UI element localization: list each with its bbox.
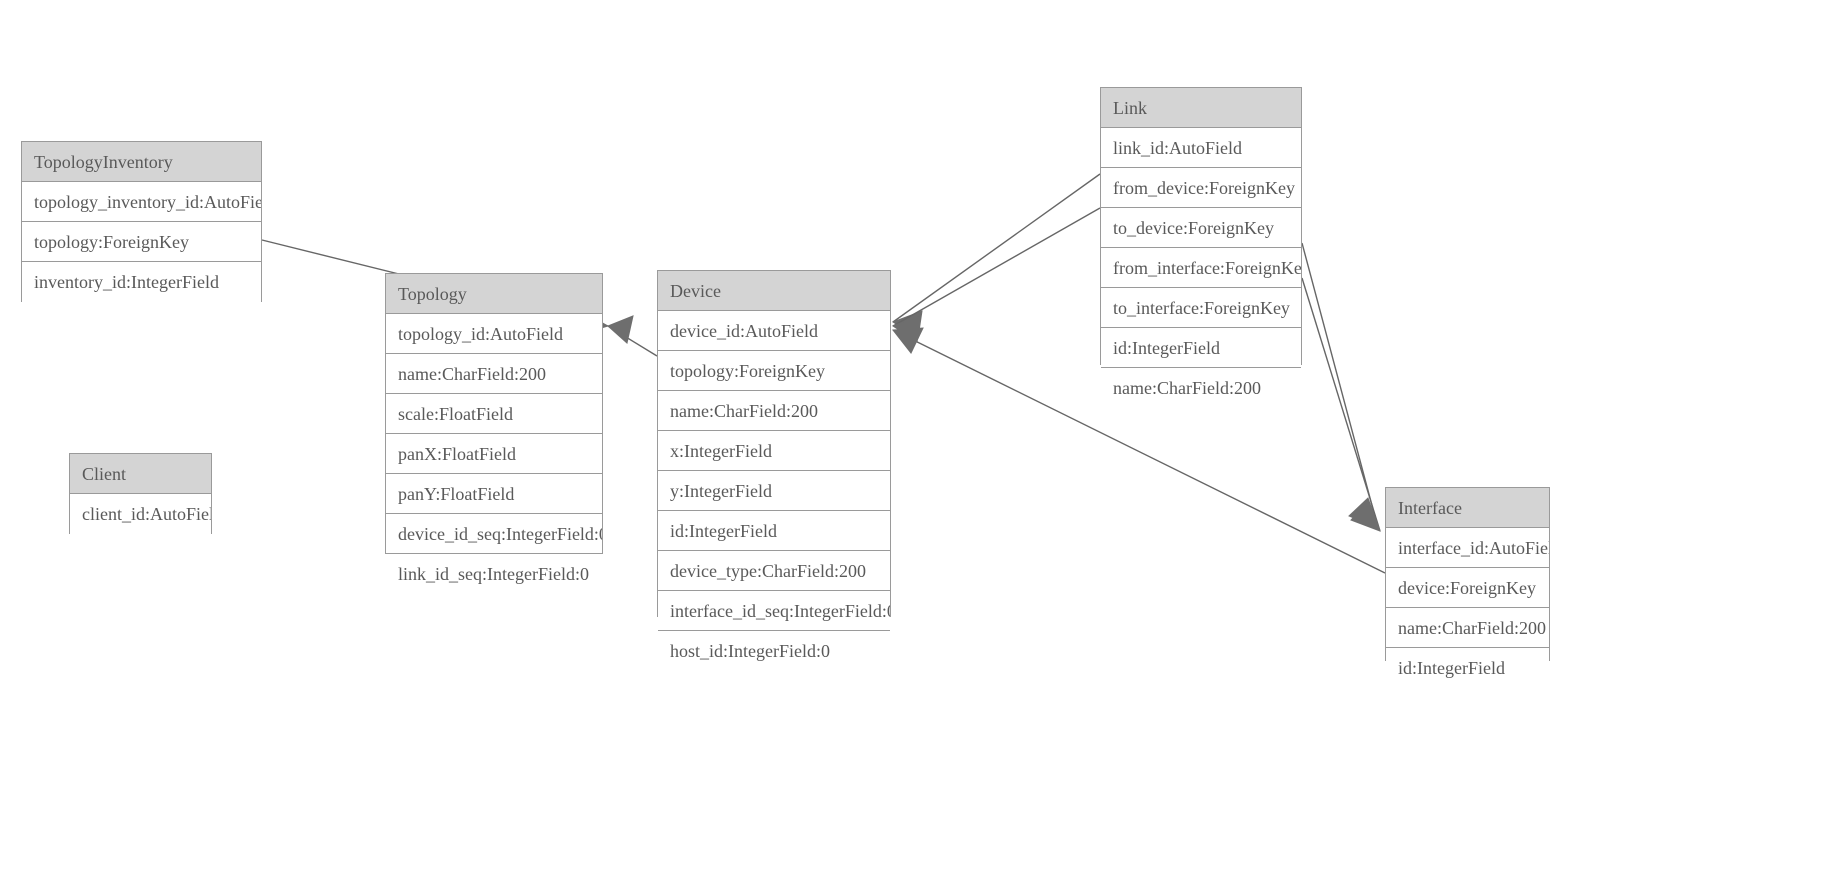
entity-field: to_interface:ForeignKey [1101, 288, 1301, 328]
rel-device-topology [607, 315, 658, 357]
entity-field: y:IntegerField [658, 471, 890, 511]
relationship-line [892, 173, 1101, 323]
entity-field: client_id:AutoField [70, 494, 211, 534]
entity-field: id:IntegerField [1101, 328, 1301, 368]
entity-field: link_id_seq:IntegerField:0 [386, 554, 602, 594]
entity-field: topology:ForeignKey [658, 351, 890, 391]
entity-field: topology_inventory_id:AutoField [22, 182, 261, 222]
entity-field: id:IntegerField [1386, 648, 1549, 688]
rel-link-to-device [891, 207, 1101, 343]
entity-field: device_type:CharField:200 [658, 551, 890, 591]
rel-link-from-interface [1301, 242, 1379, 529]
entity-title-topology: Topology [386, 274, 602, 314]
entity-field: name:CharField:200 [1386, 608, 1549, 648]
entity-field: from_device:ForeignKey [1101, 168, 1301, 208]
entity-field: x:IntegerField [658, 431, 890, 471]
relationship-line [1301, 242, 1379, 529]
arrowhead-icon [892, 327, 924, 354]
entity-title-device: Device [658, 271, 890, 311]
entity-field: link_id:AutoField [1101, 128, 1301, 168]
entity-field: device_id:AutoField [658, 311, 890, 351]
entity-field: panY:FloatField [386, 474, 602, 514]
arrowhead-icon [607, 315, 634, 344]
entity-field: interface_id:AutoField [1386, 528, 1549, 568]
entity-field: topology_id:AutoField [386, 314, 602, 354]
entity-field: device:ForeignKey [1386, 568, 1549, 608]
arrowhead-icon [1348, 497, 1379, 529]
entity-field: topology:ForeignKey [22, 222, 261, 262]
entity-field: to_device:ForeignKey [1101, 208, 1301, 248]
arrowhead-icon [891, 314, 922, 343]
relationship-line [1301, 277, 1381, 532]
rel-link-to-interface [1301, 277, 1381, 532]
entity-field: name:CharField:200 [1101, 368, 1301, 408]
entity-field: from_interface:ForeignKey [1101, 248, 1301, 288]
entity-field: host_id:IntegerField:0 [658, 631, 890, 671]
rel-link-from-device [891, 173, 1101, 339]
relationship-line [607, 325, 658, 357]
entity-field: inventory_id:IntegerField [22, 262, 261, 302]
entity-field: id:IntegerField [658, 511, 890, 551]
entity-field: panX:FloatField [386, 434, 602, 474]
entity-field: interface_id_seq:IntegerField:0 [658, 591, 890, 631]
entity-field: name:CharField:200 [658, 391, 890, 431]
entity-title-interface: Interface [1386, 488, 1549, 528]
entity-field: device_id_seq:IntegerField:0 [386, 514, 602, 554]
entity-field: scale:FloatField [386, 394, 602, 434]
entity-title-topology_inventory: TopologyInventory [22, 142, 261, 182]
entity-title-client: Client [70, 454, 211, 494]
relationship-line [892, 207, 1101, 327]
arrowhead-icon [891, 310, 923, 339]
arrowhead-icon [1350, 500, 1381, 532]
entity-title-link: Link [1101, 88, 1301, 128]
entity-field: name:CharField:200 [386, 354, 602, 394]
